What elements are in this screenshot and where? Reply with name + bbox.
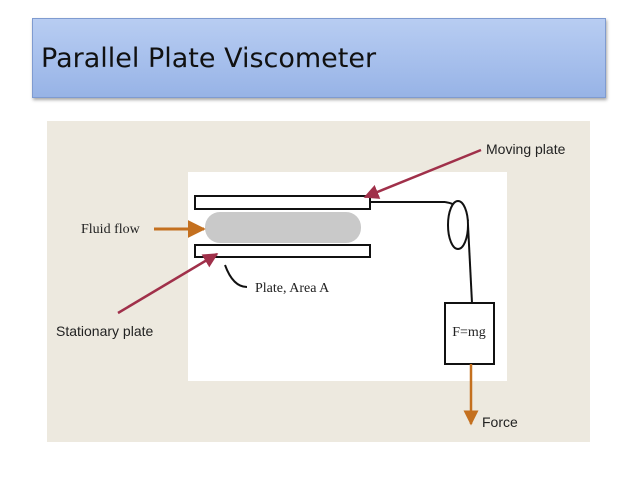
stationary-plate bbox=[194, 244, 371, 258]
slide-title: Parallel Plate Viscometer bbox=[41, 43, 377, 74]
stationary-plate-pointer bbox=[117, 252, 219, 315]
viscometer-diagram: F=mg Force Fluid flow Moving plate Stati… bbox=[56, 141, 566, 430]
weight-label: F=mg bbox=[452, 325, 486, 340]
stationary-plate-label: Stationary plate bbox=[56, 323, 153, 339]
weight-box bbox=[444, 302, 495, 365]
plate-area-leader bbox=[224, 264, 248, 288]
moving-plate-label: Moving plate bbox=[486, 141, 566, 157]
viscometer-figure: F=mg Force Fluid flow Moving plate Stati… bbox=[47, 121, 590, 442]
string-vertical bbox=[467, 224, 473, 304]
fluid-region bbox=[205, 212, 361, 243]
pulley bbox=[447, 200, 469, 250]
title-bar: Parallel Plate Viscometer bbox=[32, 18, 606, 98]
plate-area-label: Plate, Area A bbox=[255, 281, 330, 296]
fluid-flow-label: Fluid flow bbox=[81, 222, 141, 237]
moving-plate-pointer bbox=[363, 148, 482, 199]
force-label: Force bbox=[482, 414, 518, 430]
moving-plate bbox=[194, 195, 371, 210]
